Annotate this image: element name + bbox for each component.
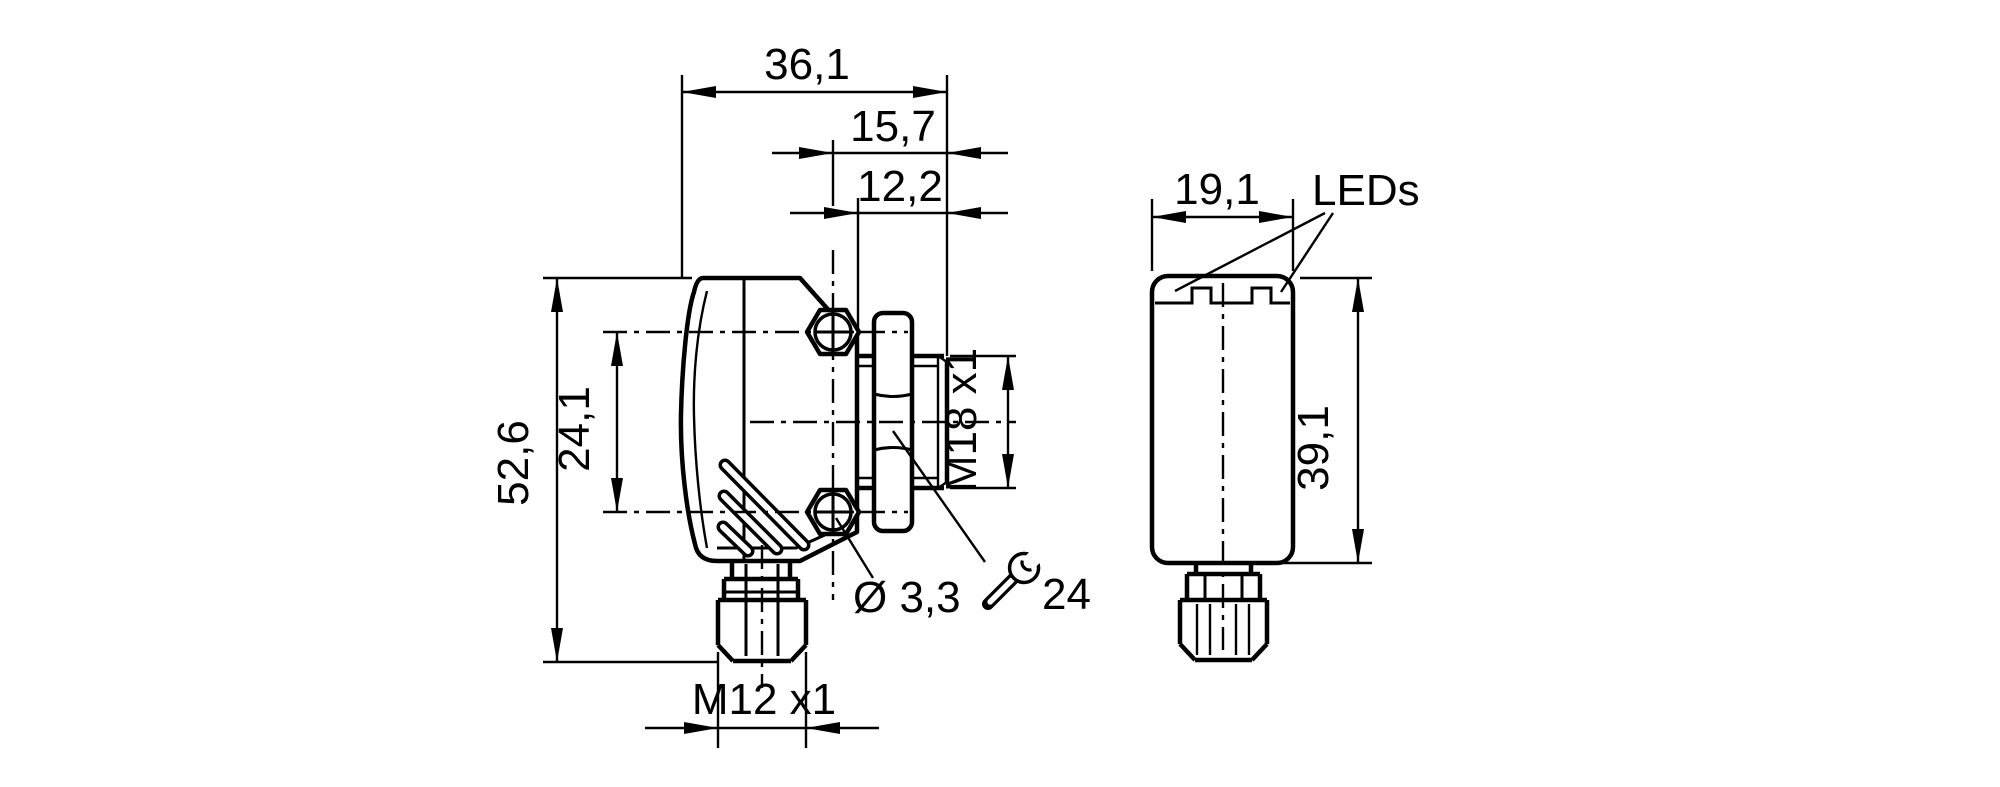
connector-knurl-lines	[1195, 604, 1251, 655]
wrench-icon	[982, 540, 1052, 610]
stripe-slot-inner	[722, 462, 807, 548]
dim-overall-width-label: 36,1	[764, 40, 850, 89]
design-stripes	[716, 458, 811, 558]
dim-front-thread-label: M18 x1	[937, 348, 986, 492]
leds-callout: LEDs	[1174, 166, 1420, 293]
dim-barrel-protrusion: 12,2	[790, 162, 1008, 341]
dim-front-width-label: 19,1	[1174, 165, 1260, 214]
dim-face-to-mount-axis: 15,7	[772, 102, 1008, 206]
wrench-jaw-opening	[1020, 540, 1052, 572]
leader-line	[834, 517, 875, 579]
wrench-jaw-throat	[1020, 560, 1032, 572]
led-windows	[1155, 286, 1290, 305]
connector-facet-lines-front	[1203, 576, 1244, 598]
leds-label: LEDs	[1312, 166, 1420, 215]
dim-barrel-protrusion-label: 12,2	[857, 162, 943, 211]
dim-connector-thread: M12 x1	[645, 652, 879, 748]
dim-overall-height-label: 52,6	[489, 420, 538, 506]
dim-front-width: 19,1	[1150, 165, 1295, 271]
dim-connector-thread-label: M12 x1	[692, 675, 836, 724]
stripe-slot-inner	[720, 524, 751, 554]
m12-connector-front	[1177, 563, 1270, 663]
front-view: 19,1 LEDs 39,1	[1149, 165, 1420, 663]
dim-body-height-label: 39,1	[1289, 405, 1338, 491]
dim-face-to-mount-axis-label: 15,7	[850, 102, 936, 151]
dim-body-height: 39,1	[1273, 276, 1372, 565]
wrench-handle-inner	[987, 577, 1015, 605]
dim-mount-hole-spacing-label: 24,1	[550, 386, 599, 472]
extension-lines	[543, 276, 718, 664]
dim-overall-height: 52,6	[489, 276, 718, 664]
leds-leader-lines	[1174, 211, 1335, 293]
body-front-edge-line	[692, 290, 709, 549]
dim-overall-width: 36,1	[680, 40, 949, 356]
dim-wrench-size-label: 24	[1042, 570, 1091, 619]
leader-line	[892, 430, 986, 563]
dim-front-thread: M18 x1	[937, 348, 1016, 492]
callout-wrench-size: 24	[892, 430, 1091, 619]
side-view: 36,1 15,7 12,2 52,6 24,1	[489, 40, 1091, 748]
dim-mount-hole-spacing: 24,1	[550, 332, 623, 512]
callout-mount-hole-diameter: Ø 3,3	[834, 517, 961, 622]
stripe-slot-inner	[721, 493, 780, 552]
m18-nut-facet-lines	[873, 392, 913, 452]
dim-mount-hole-diameter-label: Ø 3,3	[853, 573, 961, 622]
connector-outline-front	[1177, 563, 1270, 663]
